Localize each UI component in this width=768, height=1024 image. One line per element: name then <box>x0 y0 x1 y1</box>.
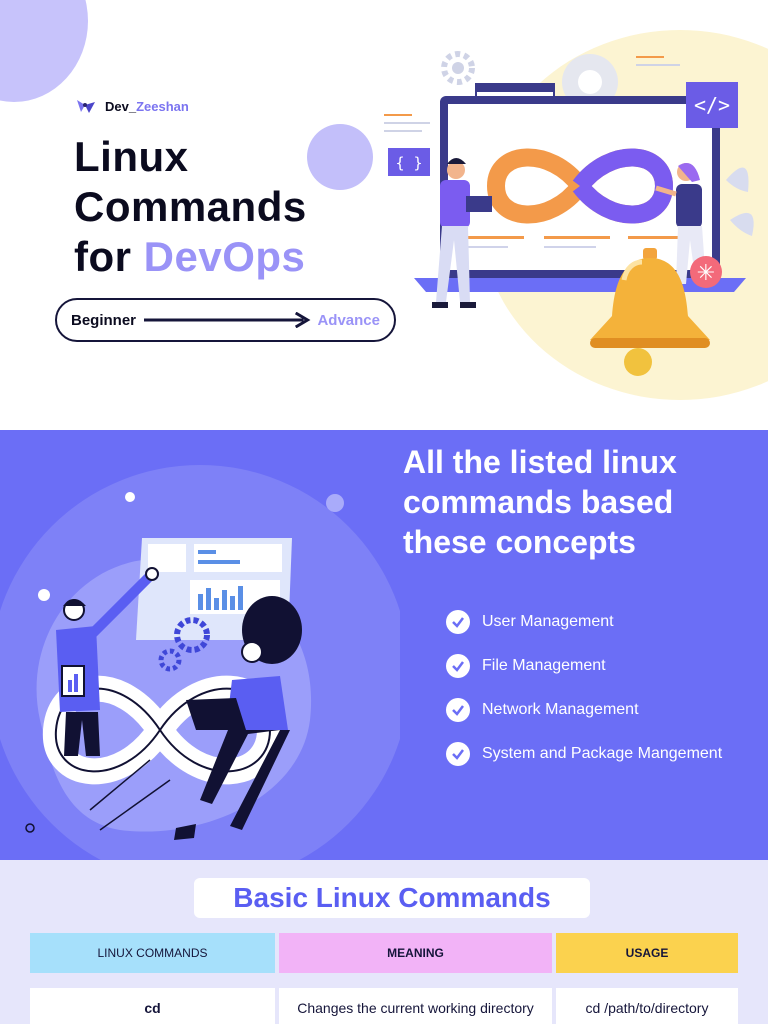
asterisk-badge-icon: ✳ <box>690 256 722 288</box>
decorative-circle <box>0 0 88 102</box>
list-item: System and Package Mangement <box>446 732 722 776</box>
person-illustration <box>174 596 302 840</box>
butterfly-logo-icon <box>77 100 95 113</box>
table-header-usage: USAGE <box>556 933 738 973</box>
section-title: Basic Linux Commands <box>233 882 551 913</box>
check-circle-icon <box>446 742 470 766</box>
code-braces-icon: { } <box>388 148 430 176</box>
check-circle-icon <box>446 610 470 634</box>
concepts-illustration <box>0 465 400 860</box>
level-from-label: Beginner <box>71 311 137 329</box>
list-item: Network Management <box>446 688 722 732</box>
person-illustration <box>56 567 159 756</box>
table-header-meaning: MEANING <box>279 933 552 973</box>
concept-label: File Management <box>482 657 606 674</box>
table-cell-command: cd <box>30 988 275 1024</box>
table-header-command: LINUX COMMANDS <box>30 933 275 973</box>
arrow-right-icon <box>144 312 311 328</box>
hero-section: Dev_Zeeshan Linux Commands for DevOps Be… <box>0 0 768 430</box>
title-line-3-accent: DevOps <box>143 233 306 280</box>
concepts-section: All the listed linux commands based thes… <box>0 430 768 860</box>
page-title: Linux Commands for DevOps <box>74 132 307 282</box>
brand-name-suffix: Zeeshan <box>136 98 189 114</box>
person-illustration <box>432 158 492 308</box>
concept-label: User Management <box>482 613 614 630</box>
check-circle-icon <box>446 698 470 722</box>
infinity-icon <box>486 148 674 224</box>
list-item: File Management <box>446 644 722 688</box>
list-item: User Management <box>446 600 722 644</box>
bell-icon <box>590 248 710 376</box>
brand-name: Dev_Zeeshan <box>105 99 189 114</box>
table-cell-meaning: Changes the current working directory <box>279 988 552 1024</box>
svg-text:{ }: { } <box>395 154 422 172</box>
table-cell-usage: cd /path/to/directory <box>556 988 738 1024</box>
concepts-heading: All the listed linux commands based thes… <box>403 444 677 560</box>
concept-label: System and Package Mangement <box>482 745 723 762</box>
gear-icon <box>158 617 210 672</box>
title-line-2: Commands <box>74 183 307 230</box>
svg-text:</>: </> <box>694 93 730 117</box>
brand-name-prefix: Dev_ <box>105 98 137 114</box>
decorative-circle <box>307 124 373 190</box>
commands-section: Basic Linux Commands LINUX COMMANDS MEAN… <box>0 860 768 1024</box>
brand: Dev_Zeeshan <box>75 96 189 116</box>
devops-illustration: { } </> <box>384 51 754 376</box>
concept-list: User Management File Management Network … <box>446 600 722 776</box>
gear-icon <box>441 51 475 85</box>
concept-label: Network Management <box>482 701 639 718</box>
level-range-pill: Beginner Advance <box>55 298 396 342</box>
svg-text:✳: ✳ <box>697 261 715 286</box>
section-title-box: Basic Linux Commands <box>194 878 590 918</box>
title-line-3-prefix: for <box>74 233 144 280</box>
title-line-1: Linux <box>74 133 189 180</box>
level-to-label: Advance <box>317 311 380 329</box>
code-tag-icon: </> <box>686 82 738 128</box>
check-circle-icon <box>446 654 470 678</box>
